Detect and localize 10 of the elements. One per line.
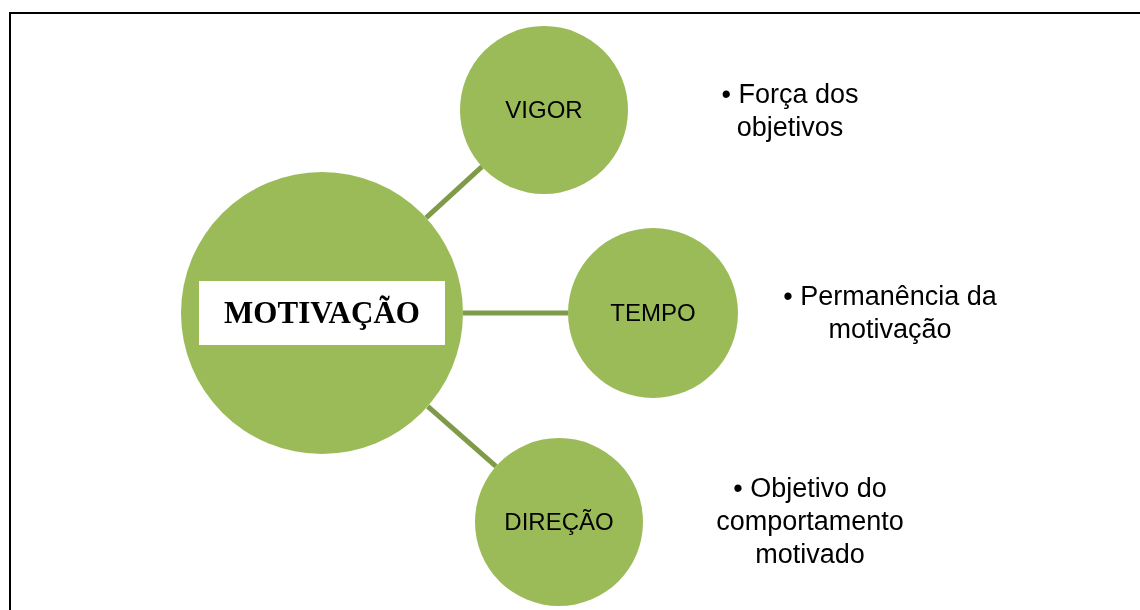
connector-line [463,310,568,316]
connector-line [424,164,484,220]
bullet-text: • Objetivo do comportamento motivado [715,472,905,571]
circle-label: TEMPO [610,299,696,327]
title-label: MOTIVAÇÃO [199,281,445,345]
bullet-text: • Força dos objetivos [720,78,860,144]
bullet-text: • Permanência da motivação [782,280,998,346]
circle-label: VIGOR [505,96,583,124]
circle-label: DIREÇÃO [504,508,614,536]
connector-line [426,404,498,469]
